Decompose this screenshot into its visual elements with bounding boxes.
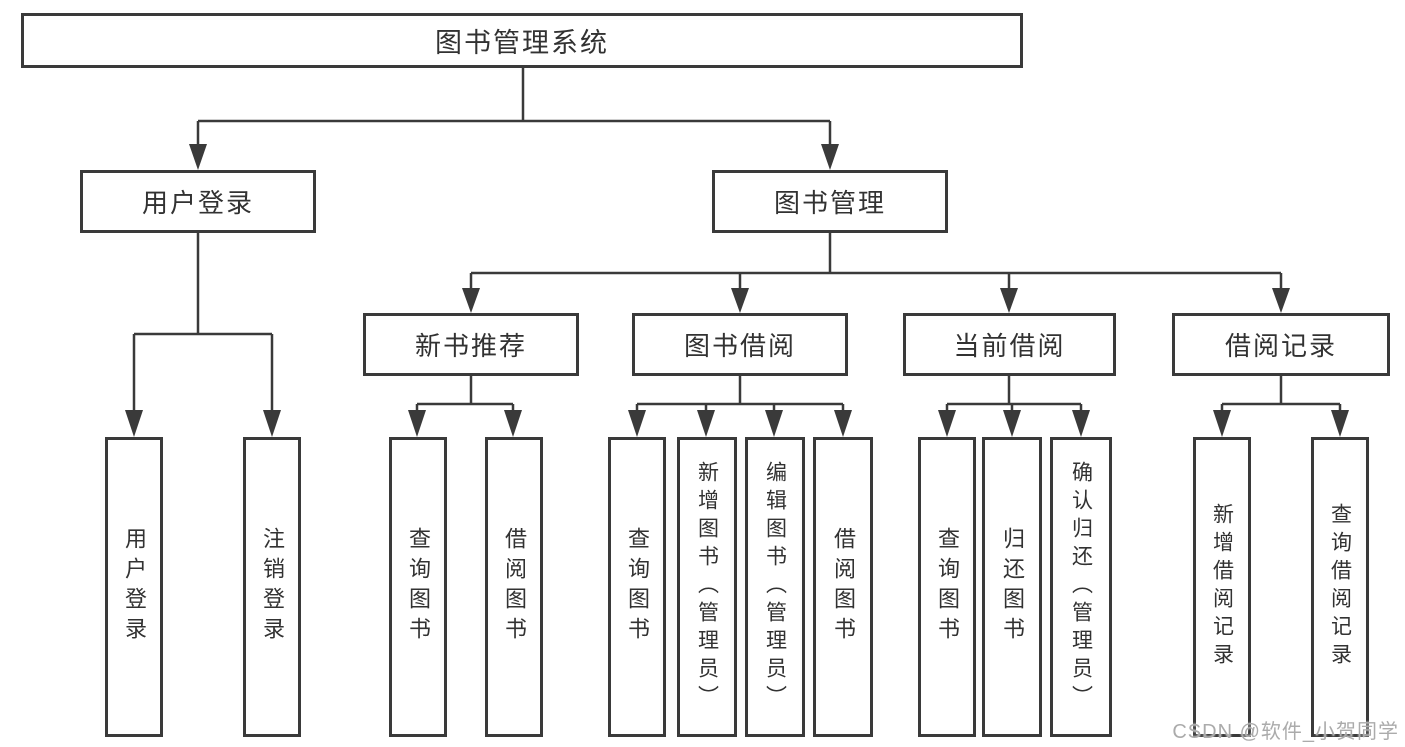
arrow-head [938, 410, 956, 437]
arrow-head [1000, 288, 1018, 313]
edge-book-borrow-split [635, 376, 845, 412]
node-user-login-leaf: 用户登录 [105, 437, 163, 737]
arrow-head [1213, 410, 1231, 437]
arrow-head [125, 410, 143, 437]
node-query-book-2: 查询图书 [608, 437, 666, 737]
node-query-book-3: 查询图书 [918, 437, 976, 737]
node-return-book: 归还图书 [982, 437, 1042, 737]
edge-current-borrow-split [945, 376, 1083, 412]
arrow-head [408, 410, 426, 437]
node-root: 图书管理系统 [21, 13, 1023, 68]
arrow-head [1272, 288, 1290, 313]
arrow-heads [125, 144, 1349, 437]
node-add-borrow-record: 新增借阅记录 [1193, 437, 1251, 737]
node-book-mgmt: 图书管理 [712, 170, 948, 233]
arrow-head [504, 410, 522, 437]
node-borrow-record: 借阅记录 [1172, 313, 1390, 376]
arrow-head [697, 410, 715, 437]
node-new-book-rec: 新书推荐 [363, 313, 579, 376]
node-edit-book: 编辑图书（管理员） [745, 437, 805, 737]
arrow-head [1072, 410, 1090, 437]
node-query-book-1: 查询图书 [389, 437, 447, 737]
arrow-head [1331, 410, 1349, 437]
node-current-borrow: 当前借阅 [903, 313, 1116, 376]
arrow-head [765, 410, 783, 437]
node-borrow-book-1: 借阅图书 [485, 437, 543, 737]
arrow-head [263, 410, 281, 437]
arrow-head [731, 288, 749, 313]
csdn-watermark: CSDN @软件_小贺同学 [1172, 721, 1399, 743]
edge-user-login-split [132, 233, 274, 412]
arrow-head [821, 144, 839, 170]
arrow-head [628, 410, 646, 437]
node-book-borrow: 图书借阅 [632, 313, 848, 376]
edge-root-split [196, 68, 832, 146]
node-logout-leaf: 注销登录 [243, 437, 301, 737]
node-user-login: 用户登录 [80, 170, 316, 233]
edge-new-book-rec-split [415, 376, 515, 412]
node-query-borrow-record: 查询借阅记录 [1311, 437, 1369, 737]
node-borrow-book-2: 借阅图书 [813, 437, 873, 737]
node-add-book: 新增图书（管理员） [677, 437, 737, 737]
arrow-head [462, 288, 480, 313]
edge-borrow-record-split [1220, 376, 1342, 412]
arrow-head [834, 410, 852, 437]
arrow-head [189, 144, 207, 170]
node-confirm-return: 确认归还（管理员） [1050, 437, 1112, 737]
arrow-head [1003, 410, 1021, 437]
edge-book-mgmt-split [469, 233, 1283, 290]
